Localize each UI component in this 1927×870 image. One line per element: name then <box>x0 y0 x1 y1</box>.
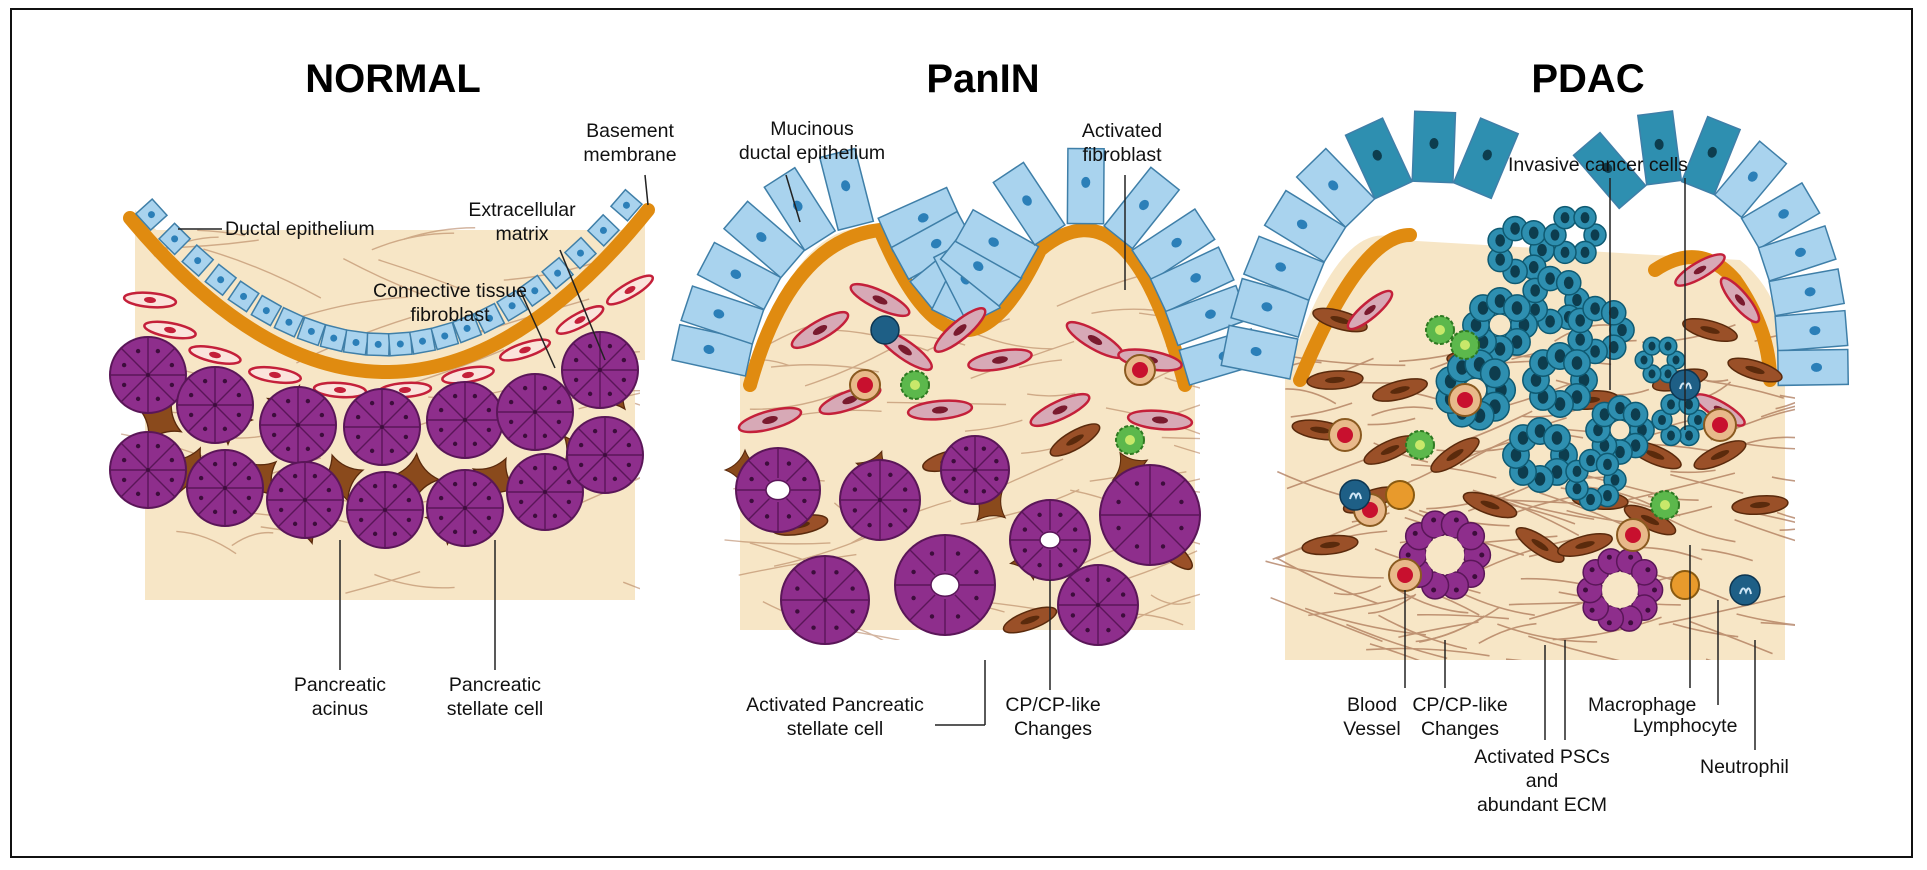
ecm-fiber <box>1706 659 1820 701</box>
blood-vessel <box>1389 559 1421 591</box>
pdac-title: PDAC <box>1531 57 1644 102</box>
macrophage-cell <box>1426 316 1454 344</box>
ecm-fiber <box>623 582 725 616</box>
label-pancreatic-acinus: Pancreatic acinus <box>294 673 386 721</box>
ecm-fiber <box>635 449 731 480</box>
label-lymphocyte: Lymphocyte <box>1633 714 1737 738</box>
ecm-fiber <box>1162 437 1258 438</box>
macrophage-cell <box>1116 426 1144 454</box>
ecm-fiber <box>635 403 723 434</box>
pancreatic-acinus <box>110 337 186 413</box>
macrophage-cell <box>1406 431 1434 459</box>
ecm-fiber <box>1777 512 1837 523</box>
ductal-epithelial-cell <box>389 332 413 356</box>
lymphocyte-cell <box>1386 481 1414 509</box>
macrophage-cell <box>1451 331 1479 359</box>
ecm-fiber <box>1780 395 1899 408</box>
panin-title: PanIN <box>926 57 1039 102</box>
label-connective-tissue-fibroblast: Connective tissue fibroblast <box>373 279 527 327</box>
pancreatic-acinus <box>427 382 503 458</box>
label-activated-pscs: Activated PSCs and abundant ECM <box>1474 745 1609 817</box>
blood-vessel <box>1704 409 1736 441</box>
cancer-epithelial-cell <box>1412 111 1455 182</box>
pancreatic-acinus <box>177 367 253 443</box>
blood-vessel <box>1329 419 1361 451</box>
label-cp-changes-panin: CP/CP-like Changes <box>1005 693 1100 741</box>
macrophage-cell <box>901 371 929 399</box>
cp-like-change <box>1577 549 1662 631</box>
pancreatic-acinus <box>567 417 643 493</box>
cp-like-acinus <box>736 448 820 532</box>
ductal-epithelial-cell <box>344 330 369 355</box>
lymphocyte-cell <box>1671 571 1699 599</box>
pancreatic-acinus <box>347 472 423 548</box>
label-mucinous-ductal-epithelium: Mucinous ductal epithelium <box>739 117 885 165</box>
mucinous-epithelial-cell <box>1778 349 1849 385</box>
label-basement-membrane: Basement membrane <box>583 119 676 167</box>
pancreatic-acinus <box>1058 565 1138 645</box>
pancreatic-acinus <box>497 374 573 450</box>
label-neutrophil: Neutrophil <box>1700 755 1789 779</box>
lymphocyte-cell <box>871 316 899 344</box>
ecm-fiber <box>1506 659 1601 675</box>
label-blood-vessel: Blood Vessel <box>1343 693 1400 741</box>
label-activated-fibroblast: Activated fibroblast <box>1082 119 1162 167</box>
ecm-fiber <box>1194 484 1260 493</box>
pancreatic-acinus <box>1100 465 1200 565</box>
pancreatic-acinus <box>427 470 503 546</box>
pancreatic-acinus <box>110 432 186 508</box>
neutrophil-cell <box>1730 575 1760 605</box>
blood-vessel <box>850 370 880 400</box>
label-activated-pancreatic-stellate-cell: Activated Pancreatic stellate cell <box>746 693 924 741</box>
pancreatic-acinus <box>344 389 420 465</box>
mucinous-epithelial-cell <box>1775 311 1848 351</box>
label-invasive-cancer-cells: Invasive cancer cells <box>1508 153 1688 177</box>
pancreatic-acinus <box>781 556 869 644</box>
pancreatic-acinus <box>260 387 336 463</box>
pancreatic-acinus <box>562 332 638 408</box>
pancreatic-acinus <box>840 460 920 540</box>
label-extracellular-matrix: Extracellular matrix <box>468 198 575 246</box>
label-ductal-epithelium: Ductal epithelium <box>225 217 375 241</box>
pancreatic-acinus <box>267 462 343 538</box>
neutrophil-cell <box>1340 480 1370 510</box>
blood-vessel <box>1125 355 1155 385</box>
blood-vessel <box>1617 519 1649 551</box>
ductal-epithelial-cell <box>367 333 390 356</box>
macrophage-cell <box>1651 491 1679 519</box>
label-pancreatic-stellate-cell: Pancreatic stellate cell <box>447 673 543 721</box>
ductal-epithelial-cell <box>320 325 347 352</box>
normal-title: NORMAL <box>305 57 481 102</box>
cp-like-acinus <box>895 535 995 635</box>
pancreatic-acinus <box>941 436 1009 504</box>
label-cp-changes-pdac: CP/CP-like Changes <box>1412 693 1507 741</box>
cp-like-acinus <box>1010 500 1090 580</box>
ductal-epithelial-cell <box>410 328 436 354</box>
blood-vessel <box>1449 384 1481 416</box>
pancreatic-acinus <box>187 450 263 526</box>
